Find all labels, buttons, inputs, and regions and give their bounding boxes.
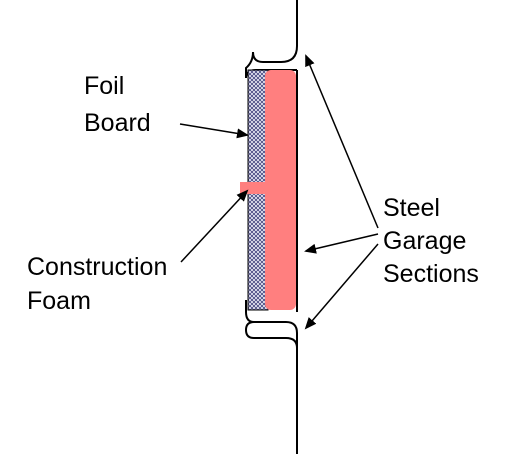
foil-board-arrow — [179, 123, 249, 139]
construction-foam-label: Construction Foam — [27, 253, 174, 315]
lower-joint-bottom — [244, 321, 298, 349]
foam-panel — [265, 70, 296, 310]
steel-sections-arrow-top — [305, 54, 379, 229]
steel-sections-arrow-middle — [304, 233, 379, 254]
steel-garage-sections — [244, 0, 298, 454]
construction-foam-gap-fill — [240, 182, 266, 194]
steel-garage-sections-label: Steel Garage Sections — [383, 194, 479, 288]
construction-foam-arrow — [180, 189, 249, 263]
lower-joint-curl — [245, 300, 298, 334]
steel-sections-arrow-bottom — [304, 243, 379, 330]
foil-board-label: Foil Board — [84, 72, 151, 137]
upper-joint-curl — [245, 45, 298, 79]
